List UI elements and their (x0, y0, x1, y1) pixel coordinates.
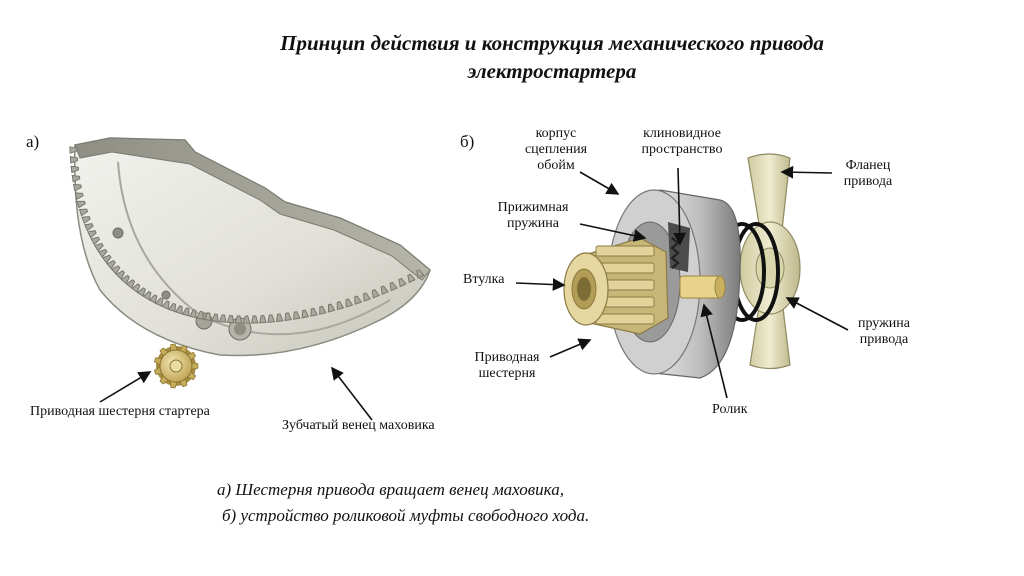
ring-gear-tooth (327, 303, 336, 313)
ring-gear-tooth (319, 305, 327, 315)
ring-gear-tooth (292, 311, 301, 320)
ring-gear-tooth (234, 315, 243, 324)
ring-gear-tooth (94, 242, 104, 252)
ring-gear-tooth (174, 305, 183, 315)
ring-gear-tooth (226, 314, 235, 324)
ring-gear-tooth (407, 273, 416, 284)
ring-gear-tooth (70, 165, 80, 174)
ring-gear-tooth (389, 281, 398, 292)
label-clutch-housing: корпус сцепления обойм (524, 126, 588, 173)
ring-gear-tooth (416, 269, 425, 279)
ring-gear-tooth (267, 314, 276, 323)
page-title-second-line: электростартера (467, 59, 637, 83)
ring-gear-tooth (181, 307, 190, 317)
ring-gear-tooth (242, 315, 251, 324)
ring-gear-tooth (345, 298, 354, 308)
ring-gear-tooth (81, 216, 91, 225)
ring-gear-tooth (371, 289, 380, 299)
ring-gear-tooth (71, 174, 81, 183)
ring-gear-tooth (106, 260, 116, 270)
caption-b: б) устройство роликовой муфты свободного… (222, 506, 590, 525)
ring-gear-tooth (120, 274, 130, 285)
ring-gear-tooth (155, 297, 164, 307)
label-drive-flange: Фланец привода (843, 158, 893, 189)
caption-a: а) Шестерня привода вращает венец махови… (217, 480, 564, 499)
label-drive-pinion: Приводная шестерня (474, 350, 540, 381)
ring-gear-tooth (72, 183, 82, 192)
ring-gear-tooth (90, 236, 101, 246)
ring-gear-tooth (115, 270, 126, 280)
pointer-arrows-b (515, 165, 849, 399)
ring-gear-tooth (131, 283, 141, 294)
label-drive-spring: пружина привода (858, 316, 910, 347)
ring-gear-tooth (97, 248, 108, 258)
pinion-tooth (191, 362, 199, 370)
ring-gear-tooth (284, 312, 293, 322)
ring-gear-tooth (250, 315, 259, 324)
label-pressure-spring: Прижимная пружина (497, 200, 569, 231)
pointer-arrow (99, 371, 152, 403)
ring-gear-tooth (78, 208, 89, 217)
ring-gear-tooth (84, 223, 94, 232)
ring-gear-tooth (259, 315, 267, 324)
ring-gear-tooth (69, 146, 78, 154)
ring-gear-tooth (74, 192, 84, 201)
drive-pinion (563, 237, 669, 335)
ring-gear-tooth (310, 307, 318, 317)
ring-gear-tooth (301, 309, 310, 319)
page-title: Принцип действия и конструкция механичес… (280, 31, 824, 55)
ring-gear-tooth (275, 313, 284, 323)
panel-b-marker: б) (460, 132, 475, 151)
ring-gear-tooth (336, 301, 345, 311)
ring-gear-tooth (218, 314, 227, 323)
ring-gear-tooth (142, 290, 152, 301)
starter-pinion-gear (153, 343, 199, 389)
ring-gear-tooth (211, 313, 219, 323)
label-wedge-space: клиновидное пространство (641, 126, 723, 157)
ring-gear-tooth (196, 310, 204, 320)
ring-gear-tooth (76, 200, 86, 209)
ring-gear-tooth (380, 285, 389, 295)
ring-gear-tooth (354, 295, 363, 305)
label-starter-pinion: Приводная шестерня стартера (30, 404, 210, 419)
ring-gear-tooth (168, 302, 177, 313)
flywheel-ring-gear (69, 146, 425, 324)
ring-gear-tooth (69, 156, 79, 164)
ring-gear-tooth (203, 312, 212, 322)
pointer-arrow (331, 366, 373, 421)
roller (679, 275, 726, 299)
ring-gear-tooth (363, 292, 371, 302)
ring-gear-tooth (125, 279, 136, 289)
ring-gear-tooth (136, 287, 146, 297)
label-roller: Ролик (712, 402, 748, 417)
ring-gear-tooth (101, 254, 112, 264)
drive-flange (739, 153, 801, 370)
ring-gear-tooth (148, 294, 158, 304)
panel-a-marker: а) (26, 132, 40, 151)
label-bushing: Втулка (463, 272, 505, 287)
ring-gear-tooth (161, 300, 170, 310)
pinion-spline (595, 245, 655, 257)
ring-gear-tooth (188, 309, 197, 319)
pinion-spline (595, 313, 655, 325)
label-flywheel-ring: Зубчатый венец маховика (282, 418, 435, 433)
ring-gear-tooth (398, 277, 407, 288)
ring-gear-tooth (110, 265, 121, 275)
ring-gear-tooth (87, 230, 97, 239)
